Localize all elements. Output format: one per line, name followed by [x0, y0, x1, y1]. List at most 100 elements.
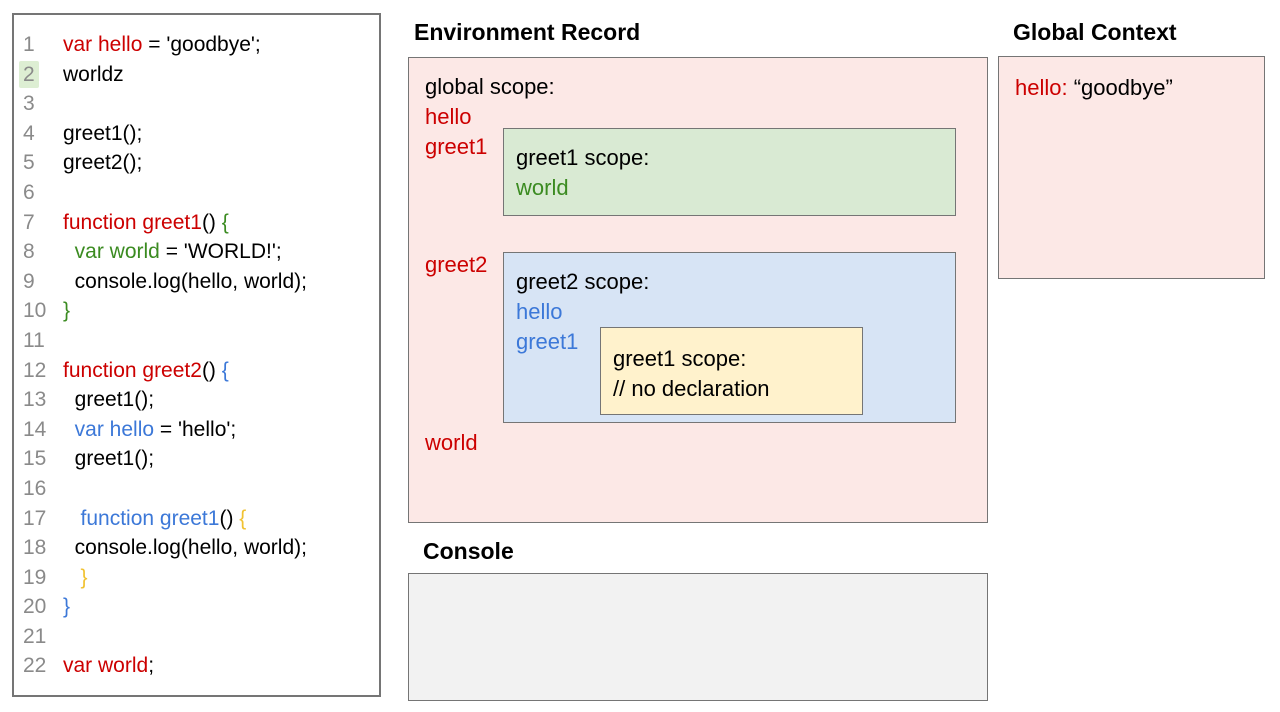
code-token: function greet2: [63, 358, 202, 382]
code-token: [63, 507, 81, 530]
code-text: var world = 'WORLD!';: [63, 237, 379, 267]
line-number: 1: [23, 33, 35, 56]
code-line-15: 15 greet1();: [14, 444, 379, 474]
code-text: function greet1() {: [63, 504, 379, 534]
code-token: greet1();: [63, 388, 155, 412]
code-line-16: 16: [14, 474, 379, 504]
code-token: {: [239, 506, 247, 530]
code-token: function greet1: [80, 506, 220, 530]
line-number: 7: [23, 210, 35, 234]
code-text: }: [63, 563, 379, 593]
line-number: 5: [23, 151, 35, 175]
code-text: var hello = 'hello';: [63, 415, 379, 445]
code-token: [63, 240, 75, 263]
code-token: greet1();: [63, 121, 143, 145]
console-output-box: [408, 573, 988, 701]
console-title: Console: [423, 538, 514, 564]
code-text: console.log(hello, world);: [63, 533, 379, 563]
code-token: var world: [74, 240, 160, 264]
code-text: greet1();: [63, 444, 379, 474]
code-line-13: 13 greet1();: [14, 385, 379, 415]
code-token: [63, 566, 81, 589]
code-token: }: [63, 595, 71, 619]
greet2-scope-var-hello: hello: [516, 299, 563, 324]
code-token: }: [80, 565, 88, 589]
code-text: var world;: [63, 651, 379, 681]
code-text: greet1();: [63, 385, 379, 415]
code-line-11: 11: [14, 326, 379, 356]
code-line-7: 7 function greet1() {: [14, 208, 379, 238]
greet1-scope-title: greet1 scope:: [516, 145, 650, 170]
code-token: (): [201, 210, 222, 234]
code-line-4: 4 greet1();: [14, 119, 379, 149]
code-line-22: 22 var world;: [14, 651, 379, 681]
code-token: greet1();: [63, 447, 155, 471]
line-number: 17: [23, 506, 47, 530]
line-number: 21: [23, 624, 47, 648]
line-number: 6: [23, 180, 35, 204]
code-token: {: [221, 210, 229, 234]
line-number: 10: [23, 299, 47, 323]
code-line-3: 3: [14, 89, 379, 119]
global-scope-label: global scope:: [425, 74, 555, 99]
code-token: worldz: [63, 62, 124, 86]
code-token: var world: [63, 654, 149, 678]
code-line-17: 17 function greet1() {: [14, 504, 379, 534]
code-line-14: 14 var hello = 'hello';: [14, 415, 379, 445]
greet2-scope-box: greet2 scope: hello greet1 greet1 scope:…: [503, 252, 956, 423]
global-context-entry: hello: “goodbye”: [1015, 73, 1264, 103]
line-number: 8: [23, 240, 35, 264]
line-number: 4: [23, 121, 35, 145]
global-context-key: hello:: [1015, 75, 1068, 100]
global-var-hello: hello: [425, 104, 472, 129]
code-text: greet1();: [63, 119, 379, 149]
code-text: console.log(hello, world);: [63, 267, 379, 297]
code-line-19: 19 }: [14, 563, 379, 593]
global-var-greet1: greet1: [425, 134, 488, 159]
line-number: 15: [23, 447, 47, 471]
code-text: function greet2() {: [63, 356, 379, 386]
code-token: var hello: [63, 33, 143, 56]
global-var-world: world: [425, 430, 478, 455]
line-number: 18: [23, 536, 47, 560]
inner-greet1-scope-box: greet1 scope: // no declaration: [600, 327, 863, 415]
code-text: worldz: [63, 60, 379, 90]
line-number: 20: [23, 595, 47, 619]
global-context-box: hello: “goodbye”: [998, 56, 1265, 279]
code-token: var hello: [74, 417, 155, 441]
code-text: greet2();: [63, 148, 379, 178]
code-line-18: 18 console.log(hello, world);: [14, 533, 379, 563]
code-line-6: 6: [14, 178, 379, 208]
code-text: var hello = 'goodbye';: [63, 30, 379, 60]
greet1-scope-box: greet1 scope: world: [503, 128, 956, 216]
code-text: function greet1() {: [63, 208, 379, 238]
code-line-1: 1 var hello = 'goodbye';: [14, 30, 379, 60]
code-line-21: 21: [14, 622, 379, 652]
global-context-value: “goodbye”: [1067, 75, 1173, 100]
code-token: = 'WORLD!';: [159, 240, 282, 264]
greet1-scope-var-world: world: [516, 175, 569, 200]
code-token: [63, 418, 75, 441]
code-token: console.log(hello, world);: [63, 536, 307, 560]
code-line-8: 8 var world = 'WORLD!';: [14, 237, 379, 267]
global-var-greet2: greet2: [425, 252, 488, 277]
code-token: }: [63, 299, 71, 323]
code-token: (): [219, 506, 240, 530]
greet2-scope-title: greet2 scope:: [516, 269, 650, 294]
code-token: greet2();: [63, 151, 143, 175]
code-token: function greet1: [63, 210, 202, 234]
code-token: console.log(hello, world);: [63, 269, 307, 293]
inner-greet1-scope-title: greet1 scope:: [613, 346, 747, 371]
line-number: 2: [19, 60, 63, 90]
greet2-scope-var-greet1: greet1: [516, 329, 579, 354]
line-number: 22: [23, 654, 47, 678]
code-token: {: [221, 358, 229, 382]
code-line-5: 5 greet2();: [14, 148, 379, 178]
code-line-20: 20}: [14, 592, 379, 622]
inner-greet1-scope-comment: // no declaration: [613, 376, 770, 401]
environment-record-title: Environment Record: [414, 19, 641, 45]
code-line-10: 10}: [14, 296, 379, 326]
